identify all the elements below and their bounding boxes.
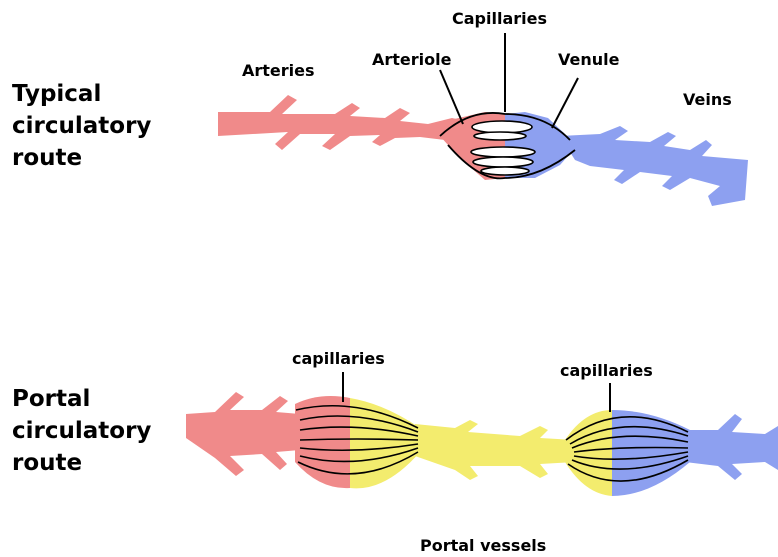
portal-route-title: Portal circulatory route bbox=[12, 383, 192, 479]
capillaries-label: Capillaries bbox=[452, 10, 547, 28]
portal-route-vessels bbox=[186, 372, 778, 496]
portal-veins-shape bbox=[685, 414, 778, 480]
arteries-shape bbox=[218, 95, 470, 150]
veins-label: Veins bbox=[683, 91, 732, 109]
typical-route-vessels bbox=[218, 33, 748, 206]
capillary-loop bbox=[471, 147, 535, 157]
title-line: route bbox=[12, 447, 192, 479]
title-line: Typical bbox=[12, 78, 192, 110]
portal-arteries-shape bbox=[186, 392, 300, 476]
arteries-label: Arteries bbox=[242, 62, 315, 80]
venule-leader-line bbox=[552, 78, 578, 128]
title-line: Portal bbox=[12, 383, 192, 415]
typical-route-title: Typical circulatory route bbox=[12, 78, 192, 174]
arteriole-label: Arteriole bbox=[372, 51, 451, 69]
capillary-loop bbox=[481, 167, 529, 175]
right-capillaries-label: capillaries bbox=[560, 362, 653, 380]
capillary-loop bbox=[474, 132, 526, 140]
veins-shape bbox=[560, 126, 748, 206]
arteriole-leader-line bbox=[440, 70, 463, 124]
portal-right-bed-portal bbox=[565, 410, 612, 496]
portal-vessels-label: Portal vessels bbox=[420, 537, 546, 555]
portal-vessels-shape bbox=[415, 420, 575, 480]
title-line: circulatory bbox=[12, 415, 192, 447]
capillary-loop bbox=[473, 157, 533, 167]
capillary-loop bbox=[472, 121, 532, 133]
title-line: circulatory bbox=[12, 110, 192, 142]
title-line: route bbox=[12, 142, 192, 174]
portal-left-bed-portal bbox=[350, 398, 420, 488]
venule-label: Venule bbox=[558, 51, 619, 69]
left-capillaries-label: capillaries bbox=[292, 350, 385, 368]
